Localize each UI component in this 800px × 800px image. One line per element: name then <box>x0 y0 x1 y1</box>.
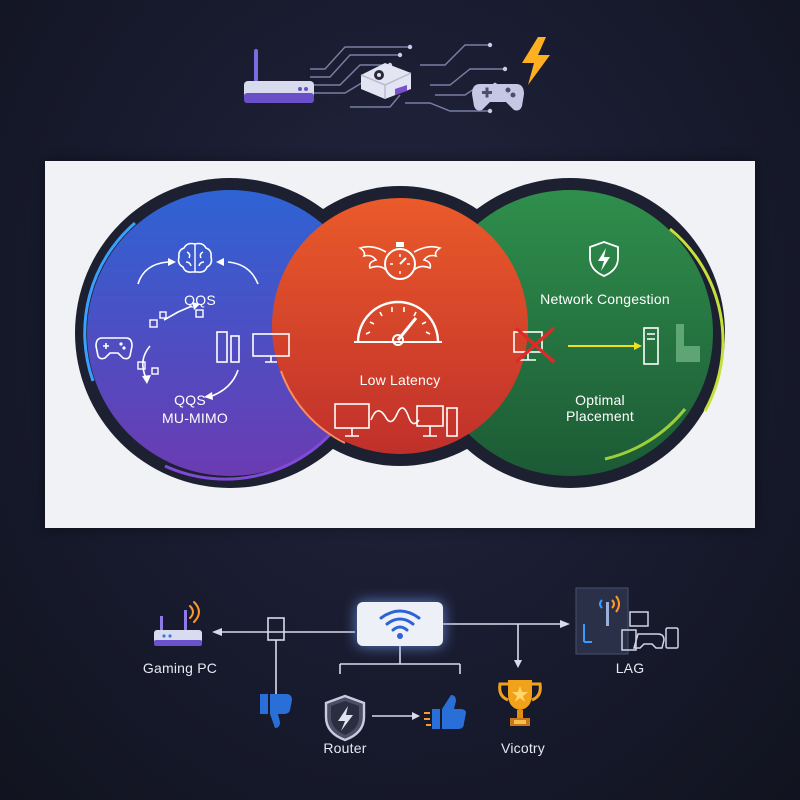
router-icon <box>240 45 320 110</box>
lag-label: LAG <box>615 660 645 676</box>
winged-stopwatch-icon <box>358 238 442 284</box>
circles-diagram <box>45 161 755 528</box>
gamepad-icon <box>95 335 133 361</box>
shield-icon <box>322 693 368 743</box>
wifi-icon <box>379 609 421 639</box>
middle-label: Low Latency <box>359 372 441 388</box>
right-bottom-label-1: Optimal <box>575 392 625 408</box>
thumbs-down-icon <box>258 690 296 730</box>
desktop-pc-icon <box>215 330 295 366</box>
console-icon <box>355 55 415 103</box>
right-bottom-label-2: Placement <box>566 408 634 424</box>
cycle-arrows <box>100 250 290 410</box>
brain-icon <box>175 240 215 276</box>
lightning-icon <box>518 35 554 87</box>
router-label: Router <box>323 740 367 756</box>
thumbs-up-icon <box>422 693 470 733</box>
right-top-label: Network Congestion <box>540 291 670 307</box>
trophy-icon <box>494 676 546 734</box>
victory-label: Vicotry <box>501 740 545 756</box>
speedometer-icon <box>350 290 446 352</box>
shield-bolt-icon <box>588 240 620 278</box>
wifi-hub <box>357 602 443 646</box>
congestion-arrow-icon <box>510 318 710 368</box>
left-top-label: QQS <box>184 292 216 308</box>
gaming-pc-router-icon <box>148 596 210 654</box>
gamepad-icon <box>470 78 526 114</box>
lag-devices-icon <box>572 582 682 662</box>
left-bottom-label-1: QQS <box>174 392 206 408</box>
latency-wave-icon <box>333 398 461 440</box>
gaming-pc-label: Gaming PC <box>142 660 218 676</box>
left-bottom-label-2: MU-MIMO <box>162 410 228 426</box>
